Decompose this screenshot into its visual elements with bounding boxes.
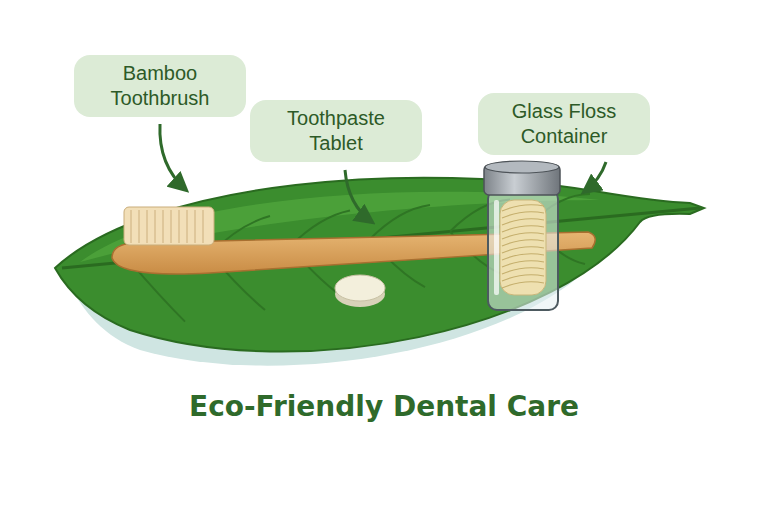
toothpaste-tablet <box>335 275 385 301</box>
leader-arrow <box>584 162 606 192</box>
leaf <box>55 178 704 352</box>
cap-top <box>485 161 559 173</box>
leader-arrow <box>160 124 186 190</box>
toothbrush-bristles <box>124 207 214 245</box>
jar-highlight <box>494 200 499 295</box>
title: Eco-Friendly Dental Care <box>0 390 768 423</box>
floss-windings <box>502 205 544 288</box>
callout-bubble: Toothpaste Tablet <box>250 100 422 162</box>
floss-spool <box>500 200 546 295</box>
callout-bubble: Bamboo Toothbrush <box>74 55 246 117</box>
leader-arrow <box>345 170 372 222</box>
bristle-tufts <box>131 210 203 243</box>
callout-bubble: Glass Floss Container <box>478 93 650 155</box>
jar-glass <box>488 190 558 310</box>
callout-label: Bamboo Toothbrush <box>88 61 232 111</box>
callout-label: Glass Floss Container <box>492 99 636 149</box>
callout-label: Toothpaste Tablet <box>264 106 408 156</box>
